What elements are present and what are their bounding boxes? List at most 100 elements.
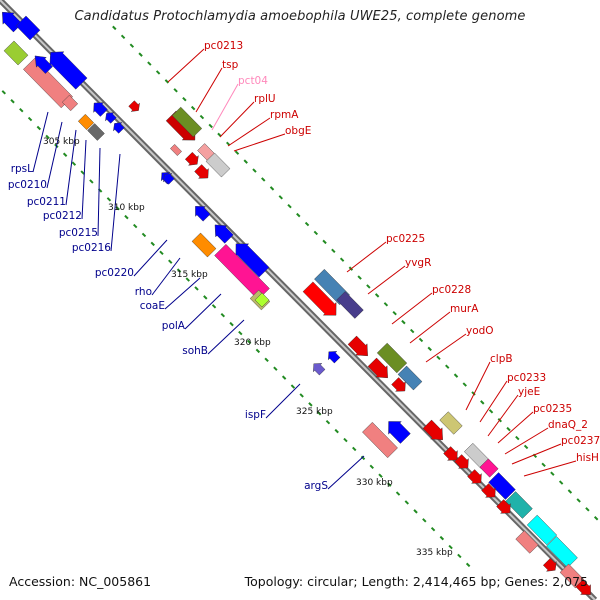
tick-dash-inner bbox=[422, 518, 427, 523]
tick-dash-inner bbox=[10, 99, 15, 104]
rev-rho-leader bbox=[151, 257, 181, 296]
fwd-pc0233-label: pc0233 bbox=[507, 372, 546, 384]
fwd-pc0235-label: pc0235 bbox=[533, 403, 572, 415]
tick-dash-inner bbox=[430, 527, 436, 532]
tick-dash-outer bbox=[392, 310, 397, 316]
fwd-pc0237-leader bbox=[511, 443, 562, 465]
genome-summary-text: Topology: circular; Length: 2,414,465 bp… bbox=[244, 574, 588, 589]
tick-dash-outer bbox=[427, 346, 432, 352]
fwd-rplU-label: rplU bbox=[254, 93, 276, 105]
tick-dash-inner bbox=[36, 125, 42, 131]
tick-dash-inner bbox=[150, 241, 155, 247]
tick-dash-inner bbox=[176, 268, 182, 273]
tick-dash-outer bbox=[304, 221, 310, 227]
feature-rev-1 bbox=[15, 15, 41, 41]
fwd-pc0225-leader bbox=[346, 241, 387, 273]
tick-dash-inner bbox=[325, 420, 331, 425]
rev-pc0220-leader bbox=[133, 239, 168, 277]
tick-dash-inner bbox=[168, 259, 173, 264]
fwd-pc0237-label: pc0237 bbox=[561, 435, 600, 447]
tick-dash-outer bbox=[339, 257, 345, 262]
tick-dash-outer bbox=[453, 373, 459, 378]
feature-murA-arrow bbox=[347, 335, 368, 357]
tick-dash-inner bbox=[343, 437, 348, 443]
tick-dash-outer bbox=[322, 239, 327, 245]
tick-dash-outer bbox=[296, 212, 301, 218]
fwd-dnaQ_2-label: dnaQ_2 bbox=[548, 419, 588, 431]
tick-dash-inner bbox=[360, 455, 366, 461]
tick-dash-outer bbox=[593, 516, 599, 521]
tick-dash-inner bbox=[124, 214, 129, 220]
tick-dash-outer bbox=[515, 435, 520, 441]
tick-dash-outer bbox=[558, 480, 564, 485]
scale-label: 325 kbp bbox=[296, 407, 333, 417]
tick-dash-inner bbox=[395, 491, 401, 496]
tick-dash-inner bbox=[62, 152, 68, 157]
feature-pc0233-arrow bbox=[422, 419, 443, 441]
tick-dash-outer bbox=[120, 34, 126, 39]
tick-dash-outer bbox=[471, 391, 476, 396]
tick-dash-outer bbox=[129, 43, 135, 48]
feature-sohB-2 bbox=[254, 292, 270, 308]
tick-dash-inner bbox=[281, 375, 287, 380]
map-title: Candidatus Protochlamydia amoebophila UW… bbox=[74, 9, 526, 24]
rev-ispF-label: ispF bbox=[245, 409, 266, 421]
fwd-pc0233-leader bbox=[479, 380, 508, 423]
tick-dash-outer bbox=[488, 409, 494, 414]
feature-hisH bbox=[496, 499, 511, 514]
tick-dash-inner bbox=[27, 116, 33, 122]
tick-dash-outer bbox=[480, 400, 485, 405]
tick-dash-inner bbox=[194, 286, 199, 291]
gene-features bbox=[2, 11, 591, 595]
tick-dash-outer bbox=[313, 230, 319, 236]
rev-rho-label: rho bbox=[135, 286, 152, 298]
tick-dash-inner bbox=[316, 411, 322, 416]
tick-dash-outer bbox=[112, 25, 117, 31]
feature-yjeE bbox=[443, 446, 458, 461]
feature-pc0235-arrow bbox=[454, 454, 469, 469]
feature-rev-small bbox=[163, 173, 175, 185]
feature-cyan-2 bbox=[546, 536, 578, 568]
fwd-yvgR-label: yvgR bbox=[405, 257, 431, 269]
feature-argS-arrow bbox=[388, 421, 411, 444]
tick-dash-inner bbox=[352, 446, 357, 452]
scale-label: 315 kbp bbox=[171, 270, 208, 280]
rev-pc0216-label: pc0216 bbox=[72, 242, 111, 254]
scale-label: 310 kbp bbox=[108, 203, 145, 213]
feature-rev-pink bbox=[61, 94, 79, 112]
tick-dash-outer bbox=[576, 498, 581, 503]
feature-pink-1 bbox=[515, 530, 539, 554]
tick-dash-outer bbox=[331, 248, 336, 253]
feature-dnaQ_2 bbox=[488, 472, 516, 500]
fwd-clpB-label: clpB bbox=[490, 353, 513, 365]
tick-dash-inner bbox=[71, 161, 77, 166]
tick-dash-outer bbox=[138, 52, 143, 57]
tick-dash-outer bbox=[278, 195, 283, 200]
fwd-yodO-label: yodO bbox=[466, 325, 494, 337]
rev-pc0212-leader bbox=[81, 139, 87, 220]
rev-coaE-label: coaE bbox=[140, 300, 165, 312]
tick-dash-outer bbox=[541, 462, 546, 467]
feature-hisH-arrow bbox=[481, 483, 496, 498]
fwd-obgE-label: obgE bbox=[285, 125, 311, 137]
tick-dash-inner bbox=[273, 366, 278, 371]
tick-dash-inner bbox=[369, 464, 374, 470]
feature-pc0237-arrow bbox=[467, 469, 482, 484]
feature-pc0235 bbox=[479, 458, 499, 478]
rev-rpsL-leader bbox=[32, 111, 49, 173]
rev-coaE-leader bbox=[164, 277, 201, 310]
scale-label: 335 kbp bbox=[416, 548, 453, 558]
tick-dash-inner bbox=[141, 232, 147, 238]
tick-dash-inner bbox=[255, 348, 261, 354]
tick-dash-outer bbox=[147, 61, 152, 66]
tick-dash-outer bbox=[418, 337, 424, 343]
feature-rev-green bbox=[3, 40, 29, 66]
feature-pc0216-a bbox=[93, 102, 108, 117]
tick-dash-inner bbox=[19, 107, 24, 113]
rev-pc0215-label: pc0215 bbox=[59, 227, 98, 239]
tick-dash-inner bbox=[413, 509, 418, 514]
feature-rho bbox=[191, 232, 217, 258]
